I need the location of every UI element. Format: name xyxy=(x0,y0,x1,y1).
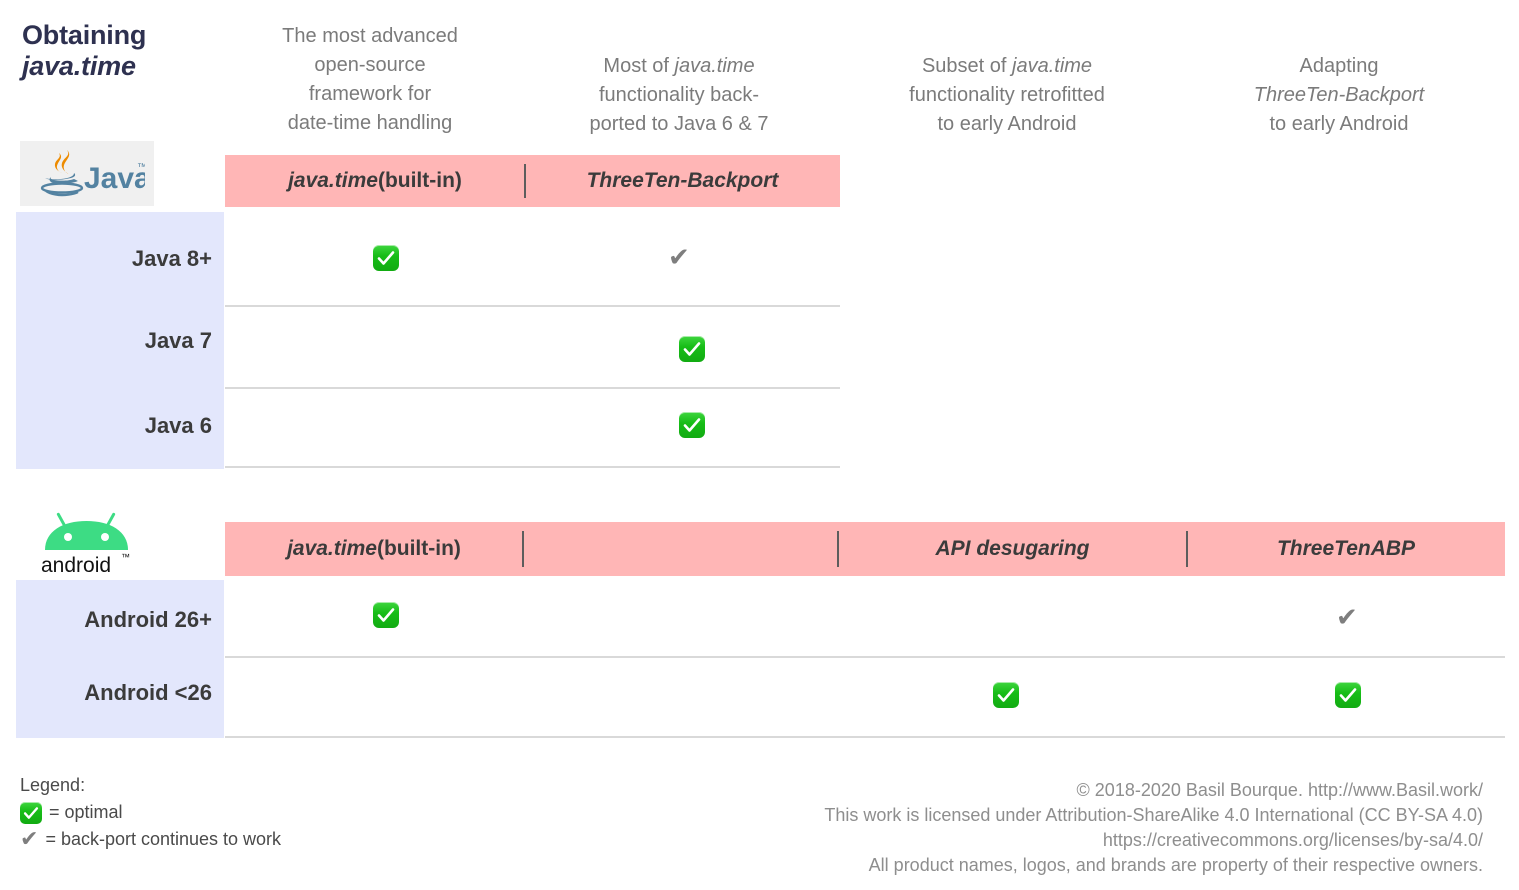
legend-item-optimal: = optimal xyxy=(20,799,281,826)
copyright-block: © 2018-2020 Basil Bourque. http://www.Ba… xyxy=(824,778,1483,878)
desc-line: functionality retrofitted xyxy=(909,84,1105,106)
green-check-icon xyxy=(679,412,705,438)
cell-mark-optimal xyxy=(373,602,399,628)
desc-line: ported to Java 6 & 7 xyxy=(589,113,769,135)
header-roman-part: (built-in) xyxy=(376,537,461,560)
desc-line: The most advanced xyxy=(282,25,458,47)
green-check-icon xyxy=(373,602,399,628)
row-separator xyxy=(225,656,1505,658)
legend-title: Legend: xyxy=(20,772,281,799)
android-table-header: java.time (built-in) API desugaring Thre… xyxy=(225,522,1505,576)
legend-item-backport: ✔ = back-port continues to work xyxy=(20,826,281,853)
desc-line: to early Android xyxy=(1269,113,1409,135)
header-italic-part: java.time xyxy=(287,537,377,560)
java-logo: Java ™ xyxy=(20,141,154,206)
header-threetenabp: ThreeTenABP xyxy=(1187,522,1505,576)
cell-mark-optimal xyxy=(1335,682,1361,708)
android-logo-icon: android ™ xyxy=(41,512,130,576)
desc-line: Most of java.time xyxy=(603,55,755,77)
license-line: This work is licensed under Attribution-… xyxy=(824,805,1483,825)
page-title: Obtaining java.time xyxy=(22,20,212,82)
cell-mark-optimal xyxy=(679,336,705,362)
title-line-2: java.time xyxy=(22,51,136,81)
header-italic-part: ThreeTen-Backport xyxy=(586,169,779,192)
cell-mark-backport: ✔ xyxy=(668,245,690,271)
java-row-label-column: Java 8+ Java 7 Java 6 xyxy=(16,212,224,469)
legend-title-text: Legend: xyxy=(20,775,86,795)
legend: Legend: = optimal ✔ = back-port continue… xyxy=(20,772,281,853)
desc-line: Adapting xyxy=(1299,55,1379,77)
row-separator xyxy=(225,387,840,389)
header-divider xyxy=(837,531,839,567)
gray-check-icon: ✔ xyxy=(668,243,690,273)
legend-backport-label: = back-port continues to work xyxy=(45,829,282,849)
green-check-icon xyxy=(20,801,42,824)
copyright-line: © 2018-2020 Basil Bourque. http://www.Ba… xyxy=(1076,780,1483,800)
column-description-threeten-backport: Most of java.time functionality back- po… xyxy=(556,52,802,139)
trademark-line: All product names, logos, and brands are… xyxy=(868,855,1483,875)
android-row-label-column: Android 26+ Android <26 xyxy=(16,580,224,738)
row-label-java-8: Java 8+ xyxy=(131,246,212,271)
header-threeten-backport: ThreeTen-Backport xyxy=(525,155,840,207)
android-table-body: ✔ xyxy=(225,576,1505,738)
java-table-body: ✔ xyxy=(225,207,840,469)
row-label-android-lt-26: Android <26 xyxy=(84,680,212,705)
row-separator xyxy=(225,466,840,468)
header-italic-part: ThreeTenABP xyxy=(1276,537,1416,560)
svg-text:™: ™ xyxy=(137,162,145,173)
android-wordmark: android xyxy=(41,554,111,576)
column-description-java-time: The most advanced open-source framework … xyxy=(248,22,492,138)
desc-line: Subset of java.time xyxy=(921,55,1093,77)
header-java-time-builtin: java.time (built-in) xyxy=(225,522,523,576)
java-logo-icon: Java ™ xyxy=(40,149,145,196)
desc-line: ThreeTen-Backport xyxy=(1253,84,1425,106)
java-table-header: java.time (built-in) ThreeTen-Backport xyxy=(225,155,840,207)
svg-text:™: ™ xyxy=(121,552,130,562)
header-java-time-builtin: java.time (built-in) xyxy=(225,155,525,207)
license-url: https://creativecommons.org/licenses/by-… xyxy=(1102,830,1483,850)
header-divider xyxy=(524,164,526,198)
desc-line: open-source xyxy=(314,54,426,76)
cell-mark-optimal xyxy=(679,412,705,438)
row-separator xyxy=(225,305,840,307)
green-check-icon xyxy=(993,682,1019,708)
row-label-android-26-plus: Android 26+ xyxy=(84,607,212,632)
desc-line: framework for xyxy=(308,83,432,105)
column-description-api-desugaring: Subset of java.time functionality retrof… xyxy=(876,52,1138,139)
header-italic-part: API desugaring xyxy=(935,537,1090,560)
header-empty-column xyxy=(523,522,838,576)
header-roman-part: (built-in) xyxy=(377,169,462,192)
header-italic-part: java.time xyxy=(288,169,378,192)
desc-line: to early Android xyxy=(937,113,1077,135)
desc-line: functionality back- xyxy=(598,84,760,106)
green-check-icon xyxy=(1335,682,1361,708)
desc-line: date-time handling xyxy=(287,112,453,134)
android-logo: android ™ xyxy=(20,508,154,578)
header-divider xyxy=(522,531,524,567)
row-label-java-7: Java 7 xyxy=(144,328,212,353)
row-separator xyxy=(225,736,1505,738)
legend-optimal-label: = optimal xyxy=(49,802,123,822)
title-line-1: Obtaining xyxy=(22,20,147,50)
header-divider xyxy=(1186,531,1188,567)
gray-check-icon: ✔ xyxy=(20,826,39,852)
cell-mark-backport: ✔ xyxy=(1336,605,1358,631)
green-check-icon xyxy=(373,245,399,271)
cell-mark-optimal xyxy=(993,682,1019,708)
header-api-desugaring: API desugaring xyxy=(838,522,1187,576)
green-check-icon xyxy=(679,336,705,362)
column-description-threetenabp: Adapting ThreeTen-Backport to early Andr… xyxy=(1208,52,1470,139)
row-label-java-6: Java 6 xyxy=(144,413,212,438)
gray-check-icon: ✔ xyxy=(1336,603,1358,633)
svg-text:Java: Java xyxy=(84,162,145,195)
cell-mark-optimal xyxy=(373,245,399,271)
